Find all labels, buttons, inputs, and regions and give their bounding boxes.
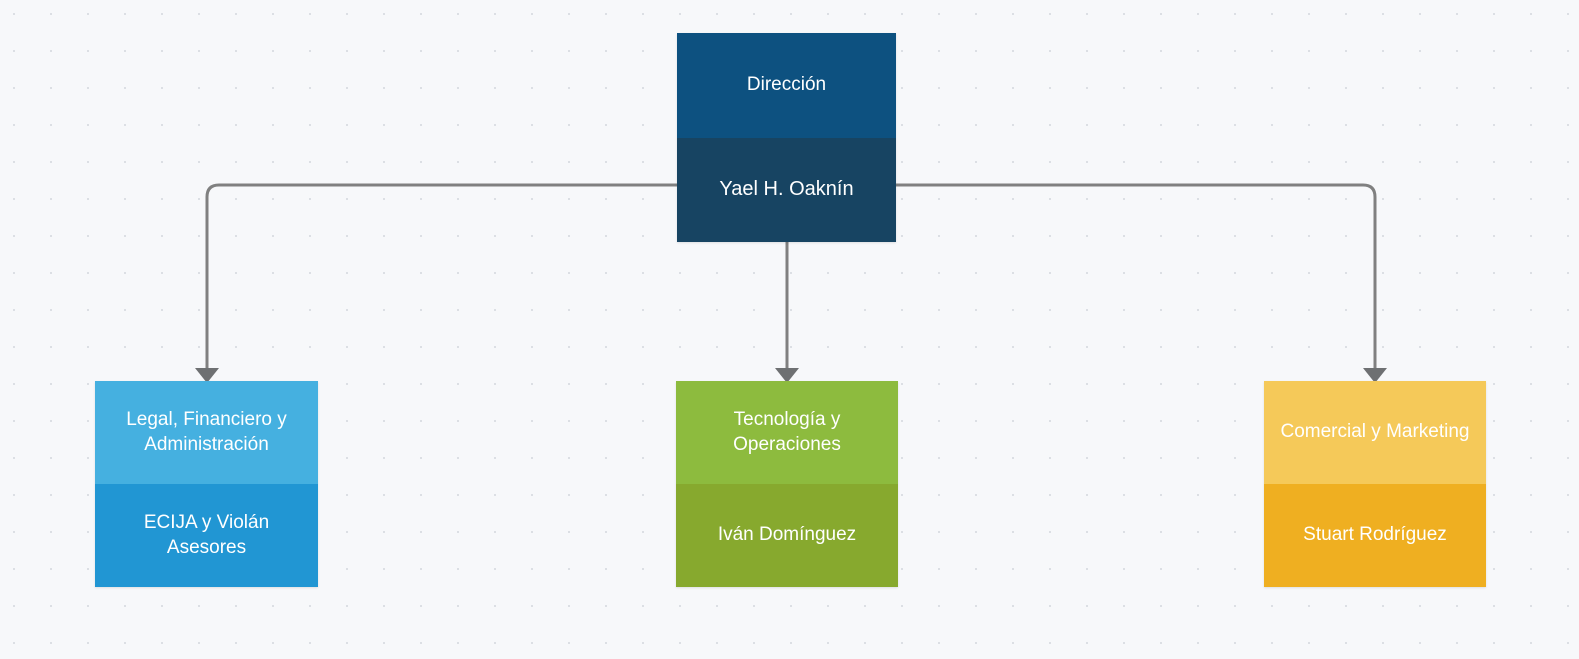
org-node-tecnologia-title: Tecnología y Operaciones [676, 381, 898, 484]
org-node-tecnologia[interactable]: Tecnología y Operaciones Iván Domínguez [676, 381, 898, 587]
org-node-legal-title: Legal, Financiero y Administración [95, 381, 318, 484]
org-node-root[interactable]: Dirección Yael H. Oaknín [677, 33, 896, 242]
org-node-comercial-title: Comercial y Marketing [1264, 381, 1486, 484]
org-node-comercial[interactable]: Comercial y Marketing Stuart Rodríguez [1264, 381, 1486, 587]
connector-root-to-legal [205, 183, 677, 368]
org-node-root-title: Dirección [677, 33, 896, 138]
org-node-comercial-person: Stuart Rodríguez [1264, 484, 1486, 587]
org-node-legal-person: ECIJA y Violán Asesores [95, 484, 318, 587]
org-node-root-person: Yael H. Oaknín [677, 137, 896, 242]
org-node-tecnologia-person: Iván Domínguez [676, 484, 898, 587]
connector-root-to-comercial [896, 183, 1377, 368]
org-node-legal[interactable]: Legal, Financiero y Administración ECIJA… [95, 381, 318, 587]
